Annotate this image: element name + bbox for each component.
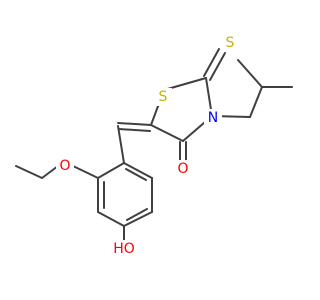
molecule-canvas: S S N O O HO bbox=[15, 34, 293, 258]
ether-oxygen-label: O bbox=[59, 158, 70, 174]
bond-ch-ch3-a bbox=[237, 59, 263, 88]
bond-c5-ch-a bbox=[117, 122, 152, 126]
bond-ar-o-ether bbox=[72, 165, 99, 179]
bond-ar-1-2 bbox=[97, 162, 125, 179]
bond-ar-6-1 bbox=[123, 162, 153, 179]
bond-o-ch2 bbox=[41, 165, 59, 179]
bond-ar-3-4 bbox=[97, 211, 125, 227]
hydroxyl-label: HO bbox=[113, 241, 135, 257]
structural-formula: S S N O O HO bbox=[15, 34, 293, 258]
bond-c2-s-thione-b bbox=[209, 52, 226, 81]
bond-ch-aryl bbox=[117, 125, 125, 164]
nitrogen-label: N bbox=[208, 110, 218, 126]
bond-ar-inner-b bbox=[126, 208, 148, 221]
bond-c4-c5 bbox=[150, 124, 184, 142]
bond-c2-s-thione-a bbox=[203, 48, 220, 77]
ring-sulfur-label: S bbox=[159, 89, 168, 105]
bond-ch2-ch3 bbox=[15, 165, 43, 179]
thione-sulfur-label: S bbox=[226, 35, 235, 51]
bonds bbox=[15, 48, 293, 241]
bond-ar-inner-c bbox=[125, 168, 147, 181]
bond-ch2-ch bbox=[249, 86, 263, 118]
bond-c5-ch-b bbox=[118, 128, 151, 132]
carbonyl-oxygen-label: O bbox=[177, 161, 188, 177]
bond-ar-4-5 bbox=[123, 211, 153, 227]
atom-labels: S S N O O HO bbox=[56, 34, 239, 258]
